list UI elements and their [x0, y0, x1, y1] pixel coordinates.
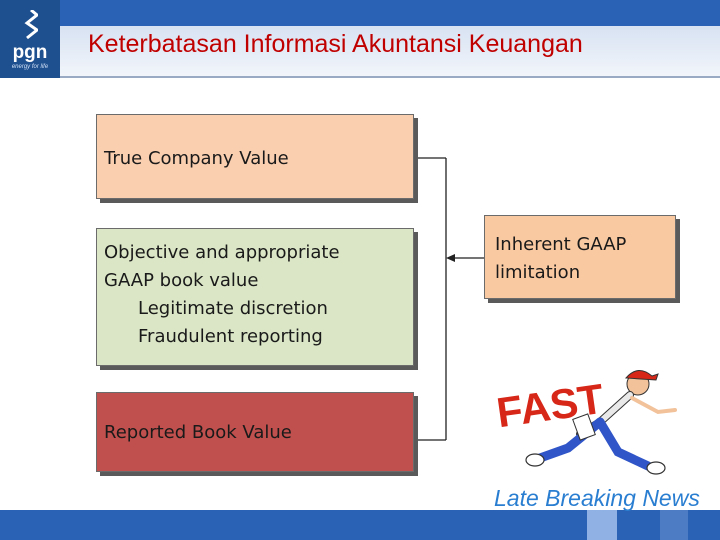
late-breaking-news-caption: Late Breaking News: [494, 485, 700, 512]
footer-accent-mid: [660, 510, 688, 540]
footer-accent-light: [587, 510, 617, 540]
arrowhead-icon: [446, 254, 455, 262]
